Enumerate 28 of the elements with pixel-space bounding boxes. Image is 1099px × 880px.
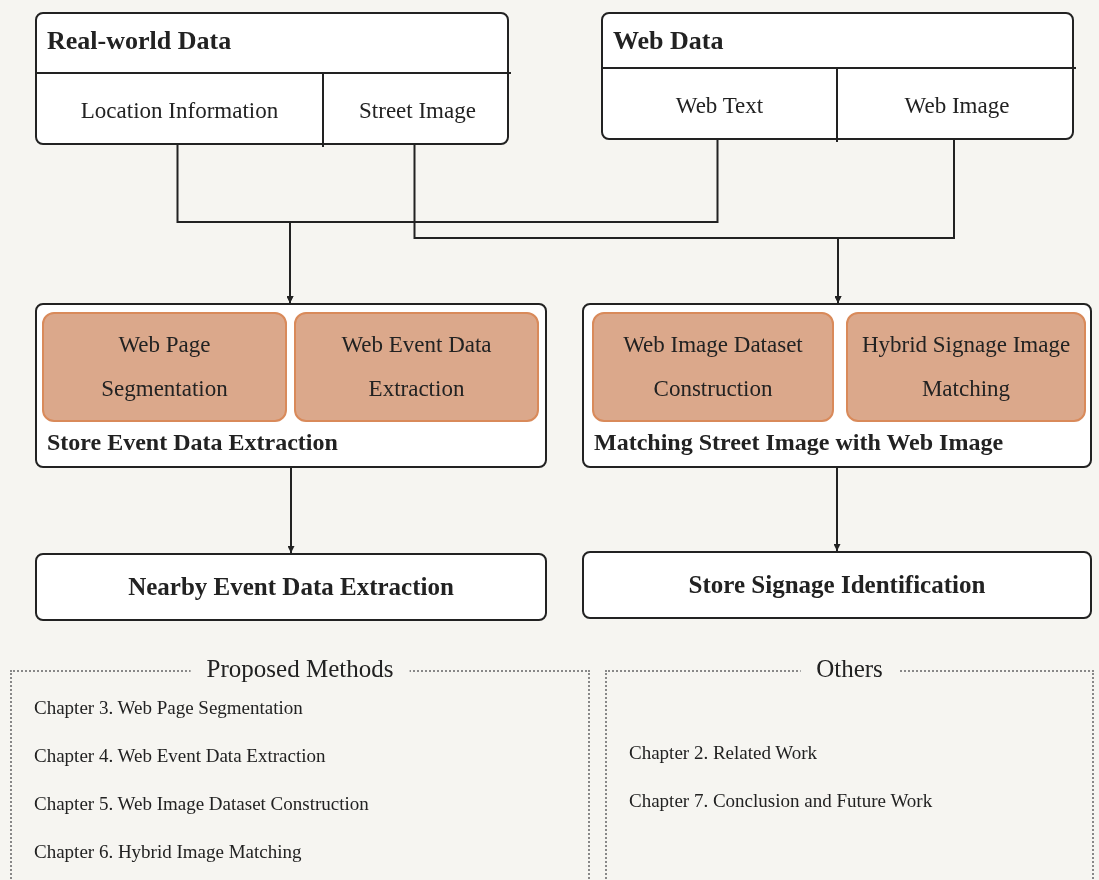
process-group-box: [582, 303, 1092, 468]
method-box: Hybrid Signage Image Matching: [846, 312, 1086, 422]
chapter-item: Chapter 7. Conclusion and Future Work: [629, 790, 933, 812]
connector-arrow: [833, 467, 841, 552]
connector-arrow: [287, 467, 295, 554]
method-box: Web Page Segmentation: [42, 312, 287, 422]
chapter-item: Chapter 4. Web Event Data Extraction: [34, 745, 326, 767]
data-cell: Web Text: [603, 67, 836, 142]
result-box: Store Signage Identification: [582, 551, 1092, 619]
box-heading: Real-world Data: [47, 26, 232, 56]
connector-arrow: [286, 139, 719, 304]
method-box: Web Event Data Extraction: [294, 312, 539, 422]
box-heading: Web Data: [613, 26, 724, 56]
process-group-box: [35, 303, 547, 468]
chapter-item: Chapter 5. Web Image Dataset Construction: [34, 793, 369, 815]
data-source-box: [601, 12, 1074, 140]
chapter-item: Chapter 2. Related Work: [629, 742, 818, 764]
method-box: Web Image Dataset Construction: [592, 312, 834, 422]
data-cell: Location Information: [37, 72, 322, 147]
chapter-item: Chapter 3. Web Page Segmentation: [34, 697, 303, 719]
result-box: Nearby Event Data Extraction: [35, 553, 547, 621]
connector-arrow: [834, 139, 955, 304]
data-source-box: [35, 12, 509, 145]
chapter-item: Chapter 6. Hybrid Image Matching: [34, 841, 302, 863]
data-cell: Street Image: [322, 72, 511, 147]
box-heading: Matching Street Image with Web Image: [594, 429, 1004, 456]
box-heading: Store Event Data Extraction: [47, 429, 338, 456]
data-cell: Web Image: [836, 67, 1076, 142]
